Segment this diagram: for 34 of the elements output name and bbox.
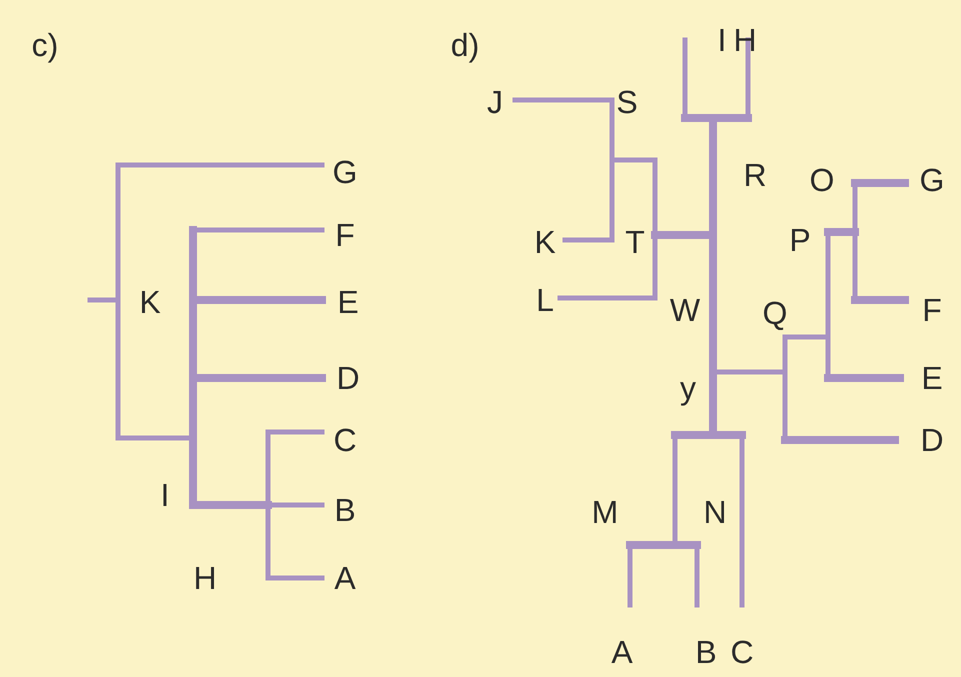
taxon-label: K <box>139 286 161 318</box>
taxon-label: y <box>680 372 696 404</box>
taxon-label: F <box>335 219 355 251</box>
taxon-label: B <box>695 636 717 668</box>
taxon-label: W <box>670 294 700 326</box>
taxon-label: G <box>332 156 358 188</box>
taxon-label: E <box>921 362 943 394</box>
taxon-label: A <box>611 636 633 668</box>
taxon-label: E <box>337 286 359 318</box>
taxon-label: S <box>616 86 638 118</box>
taxon-label: I <box>718 24 726 56</box>
panel-label: d) <box>450 29 480 61</box>
taxon-label: C <box>333 424 357 456</box>
taxon-label: M <box>592 496 618 528</box>
taxon-label: Q <box>762 297 788 329</box>
panel-label: c) <box>32 29 58 61</box>
taxon-label: T <box>625 226 645 258</box>
taxon-label: K <box>534 226 556 258</box>
taxon-label: O <box>810 164 834 196</box>
taxon-label: L <box>536 284 554 316</box>
taxon-label: H <box>733 24 757 56</box>
taxon-label: D <box>336 362 360 394</box>
taxon-label: B <box>334 494 356 526</box>
taxon-label: H <box>193 562 217 594</box>
taxon-label: I <box>160 479 170 511</box>
taxon-label: P <box>789 224 811 256</box>
taxon-label: N <box>703 496 727 528</box>
taxon-label: J <box>487 86 503 118</box>
taxon-label: C <box>730 636 754 668</box>
taxon-label: G <box>920 164 944 196</box>
taxon-label: A <box>334 562 356 594</box>
taxon-label: R <box>743 159 767 191</box>
taxon-label: D <box>920 424 944 456</box>
taxon-label: F <box>922 294 942 326</box>
